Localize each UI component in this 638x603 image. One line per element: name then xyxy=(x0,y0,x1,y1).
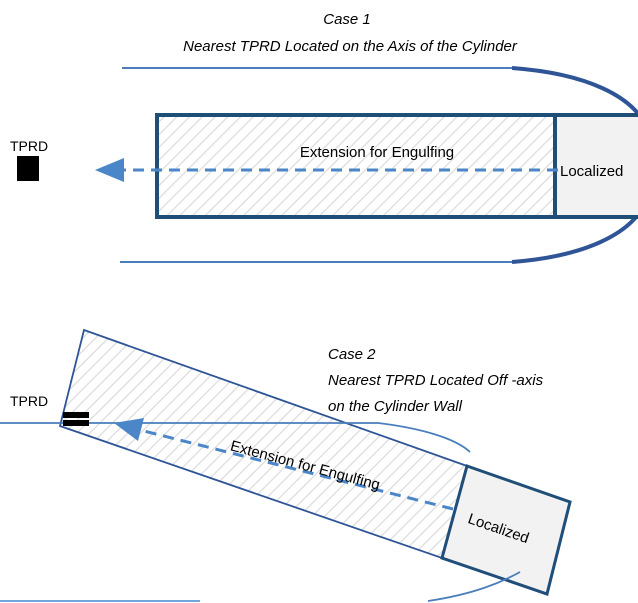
case2-tprd-label: TPRD xyxy=(10,393,48,409)
case2-localized-region xyxy=(440,464,572,596)
case1-localized-label: Localized xyxy=(560,163,623,180)
case1-tprd-label: TPRD xyxy=(10,138,48,154)
case2-subtitle-line1: Nearest TPRD Located Off -axis xyxy=(328,372,544,389)
case2-arrow-head xyxy=(114,418,144,441)
case2-title: Case 2 xyxy=(328,346,376,363)
case2-subtitle-line2: on the Cylinder Wall xyxy=(328,398,463,415)
case2-cylinder-top-curve xyxy=(377,422,471,453)
case1-tprd-marker xyxy=(17,156,39,181)
case1-extension-region xyxy=(155,113,557,219)
case2-group: Case 2 Nearest TPRD Located Off -axis on… xyxy=(0,328,572,602)
case1-group: Case 1 Nearest TPRD Located on the Axis … xyxy=(10,11,638,264)
case1-cylinder-top-curve xyxy=(511,66,638,117)
case1-title: Case 1 xyxy=(323,11,371,28)
case1-extension-label: Extension for Engulfing xyxy=(300,144,454,161)
case2-extension-region xyxy=(58,328,469,560)
case1-arrow-head xyxy=(95,158,124,182)
case1-subtitle: Nearest TPRD Located on the Axis of the … xyxy=(183,38,518,55)
case1-localized-region xyxy=(553,113,638,219)
case2-cylinder-bottom-curve xyxy=(427,571,521,602)
case1-cylinder-bottom-curve xyxy=(511,211,638,264)
case2-tprd-marker-top xyxy=(63,412,89,418)
case2-tprd-marker-bottom xyxy=(63,420,89,426)
